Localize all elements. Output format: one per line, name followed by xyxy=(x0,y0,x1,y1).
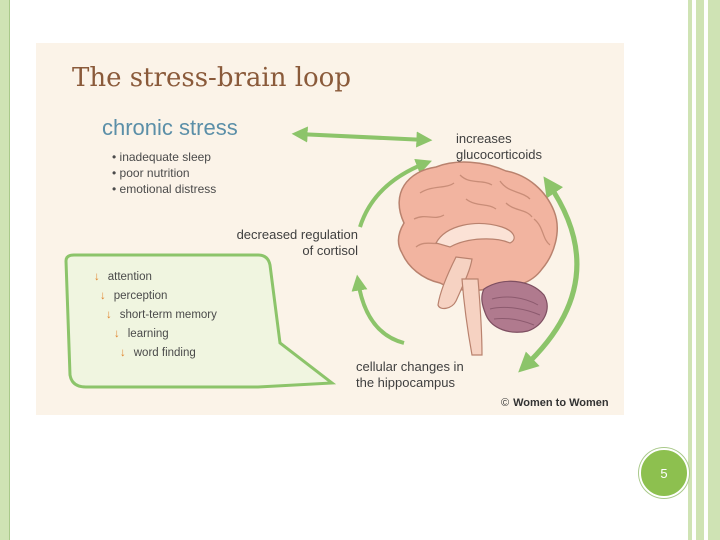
chronic-stress-list: inadequate sleep poor nutrition emotiona… xyxy=(112,149,217,197)
down-arrow-icon: ↓ xyxy=(94,271,100,283)
down-arrow-icon: ↓ xyxy=(114,328,120,340)
down-arrow-icon: ↓ xyxy=(106,309,112,321)
diagram-title: The stress-brain loop xyxy=(72,63,351,93)
copyright-notice: ©Women to Women xyxy=(501,397,609,409)
increases-glucocorticoids-label: increases glucocorticoids xyxy=(456,131,542,163)
increases-line-1: increases xyxy=(456,131,512,146)
corpus-callosum xyxy=(435,222,515,248)
bubble-item-perception: ↓perception xyxy=(100,290,168,302)
down-arrow-icon: ↓ xyxy=(120,347,126,359)
increases-line-2: glucocorticoids xyxy=(456,147,542,162)
chronic-stress-item: emotional distress xyxy=(112,181,217,197)
diagram-graphics xyxy=(64,126,580,389)
copyright-icon: © xyxy=(501,397,510,409)
cellular-changes-label: cellular changes in the hippocampus xyxy=(356,359,464,391)
decreased-line-2: of cortisol xyxy=(302,243,358,258)
cerebellum xyxy=(481,280,548,333)
speech-bubble xyxy=(64,253,337,389)
chronic-stress-item: poor nutrition xyxy=(112,165,216,181)
brainstem-lower xyxy=(461,278,483,356)
arrow-to-increases xyxy=(358,158,432,228)
decreased-regulation-label: decreased regulation of cortisol xyxy=(206,227,358,259)
down-arrow-icon: ↓ xyxy=(100,290,106,302)
double-arrow-chronic-to-increases xyxy=(291,126,433,148)
brainstem xyxy=(437,256,473,310)
diagram-panel: The stress-brain loop chronic stress ina… xyxy=(36,43,624,415)
chronic-stress-item: inadequate sleep xyxy=(112,149,216,165)
slide-border-right-3 xyxy=(708,0,720,540)
decreased-line-1: decreased regulation xyxy=(236,227,358,242)
page-number-badge: 5 xyxy=(639,448,689,498)
slide-border-left xyxy=(0,0,10,540)
arrow-loop-right xyxy=(518,176,580,373)
chronic-stress-heading: chronic stress xyxy=(102,115,238,140)
cellular-line-1: cellular changes in xyxy=(356,359,464,374)
bubble-item-short-term-memory: ↓short-term memory xyxy=(106,309,217,321)
bubble-item-attention: ↓attention xyxy=(94,271,152,283)
bubble-item-learning: ↓learning xyxy=(114,328,169,340)
arrow-to-decreased-regulation xyxy=(351,274,405,345)
brain-illustration xyxy=(397,161,558,356)
slide-border-right-1 xyxy=(688,0,692,540)
cellular-line-2: the hippocampus xyxy=(356,375,456,390)
slide-border-right-2 xyxy=(696,0,704,540)
bubble-item-word-finding: ↓word finding xyxy=(120,347,196,359)
